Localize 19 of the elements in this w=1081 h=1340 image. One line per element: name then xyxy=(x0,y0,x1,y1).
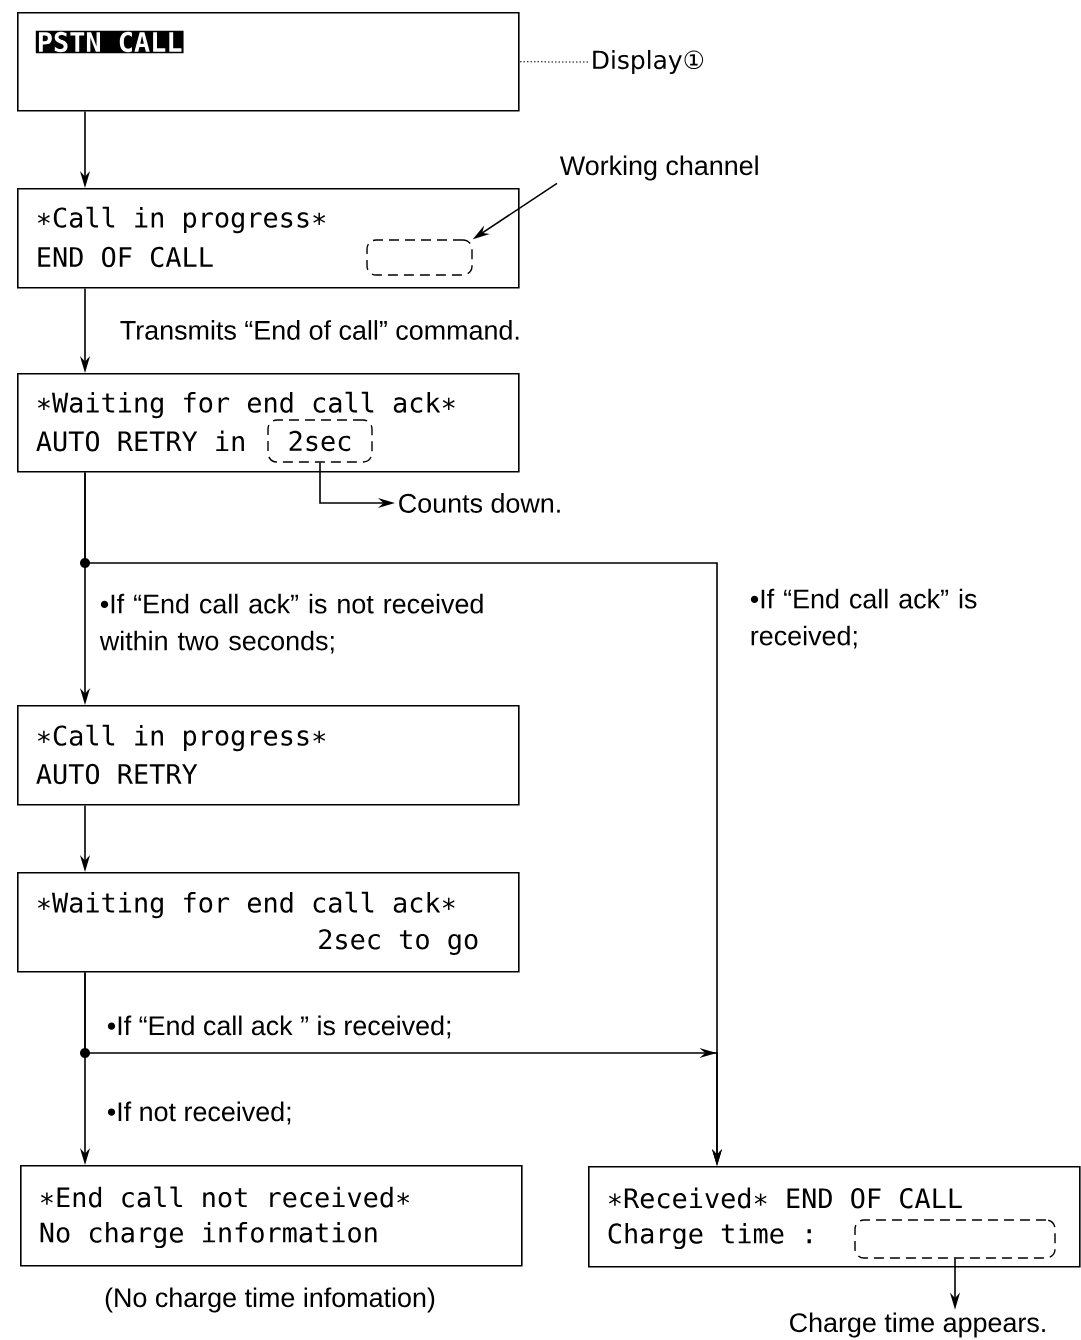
display-box: ∗Received∗ END OF CALL Charge time : xyxy=(588,1166,1081,1268)
edge-label: •If not received; xyxy=(107,1101,291,1125)
display-box: ∗Call in progress∗ END OF CALL xyxy=(17,188,520,289)
edge-label: Transmits “End of call” command. xyxy=(120,320,519,340)
display-box: ∗End call not received∗ No charge information xyxy=(20,1165,523,1267)
display-box: ∗Call in progress∗ AUTO RETRY xyxy=(17,705,520,806)
annotation-text: Working channel xyxy=(559,155,758,181)
annotation-text: Counts down. xyxy=(399,493,560,513)
edge-label: •If “End call ack” is received; xyxy=(750,588,977,649)
edge-label: •If “End call ack ” is received; xyxy=(107,1015,451,1039)
display-box: PSTN CALL xyxy=(17,12,520,112)
dashed-field: 2sec xyxy=(267,419,373,463)
caption-text: (No charge time infomation) xyxy=(105,1287,435,1313)
annotation-text: Charge time appears. xyxy=(790,1312,1045,1338)
display-box: ∗Waiting for end call ack∗ 2sec to go xyxy=(17,872,520,973)
dashed-field xyxy=(366,239,473,276)
edge-label: •If “End call ack” is not received within two seconds; xyxy=(99,593,483,654)
annotation-text: Display① xyxy=(593,49,704,75)
dashed-field xyxy=(854,1219,1056,1259)
